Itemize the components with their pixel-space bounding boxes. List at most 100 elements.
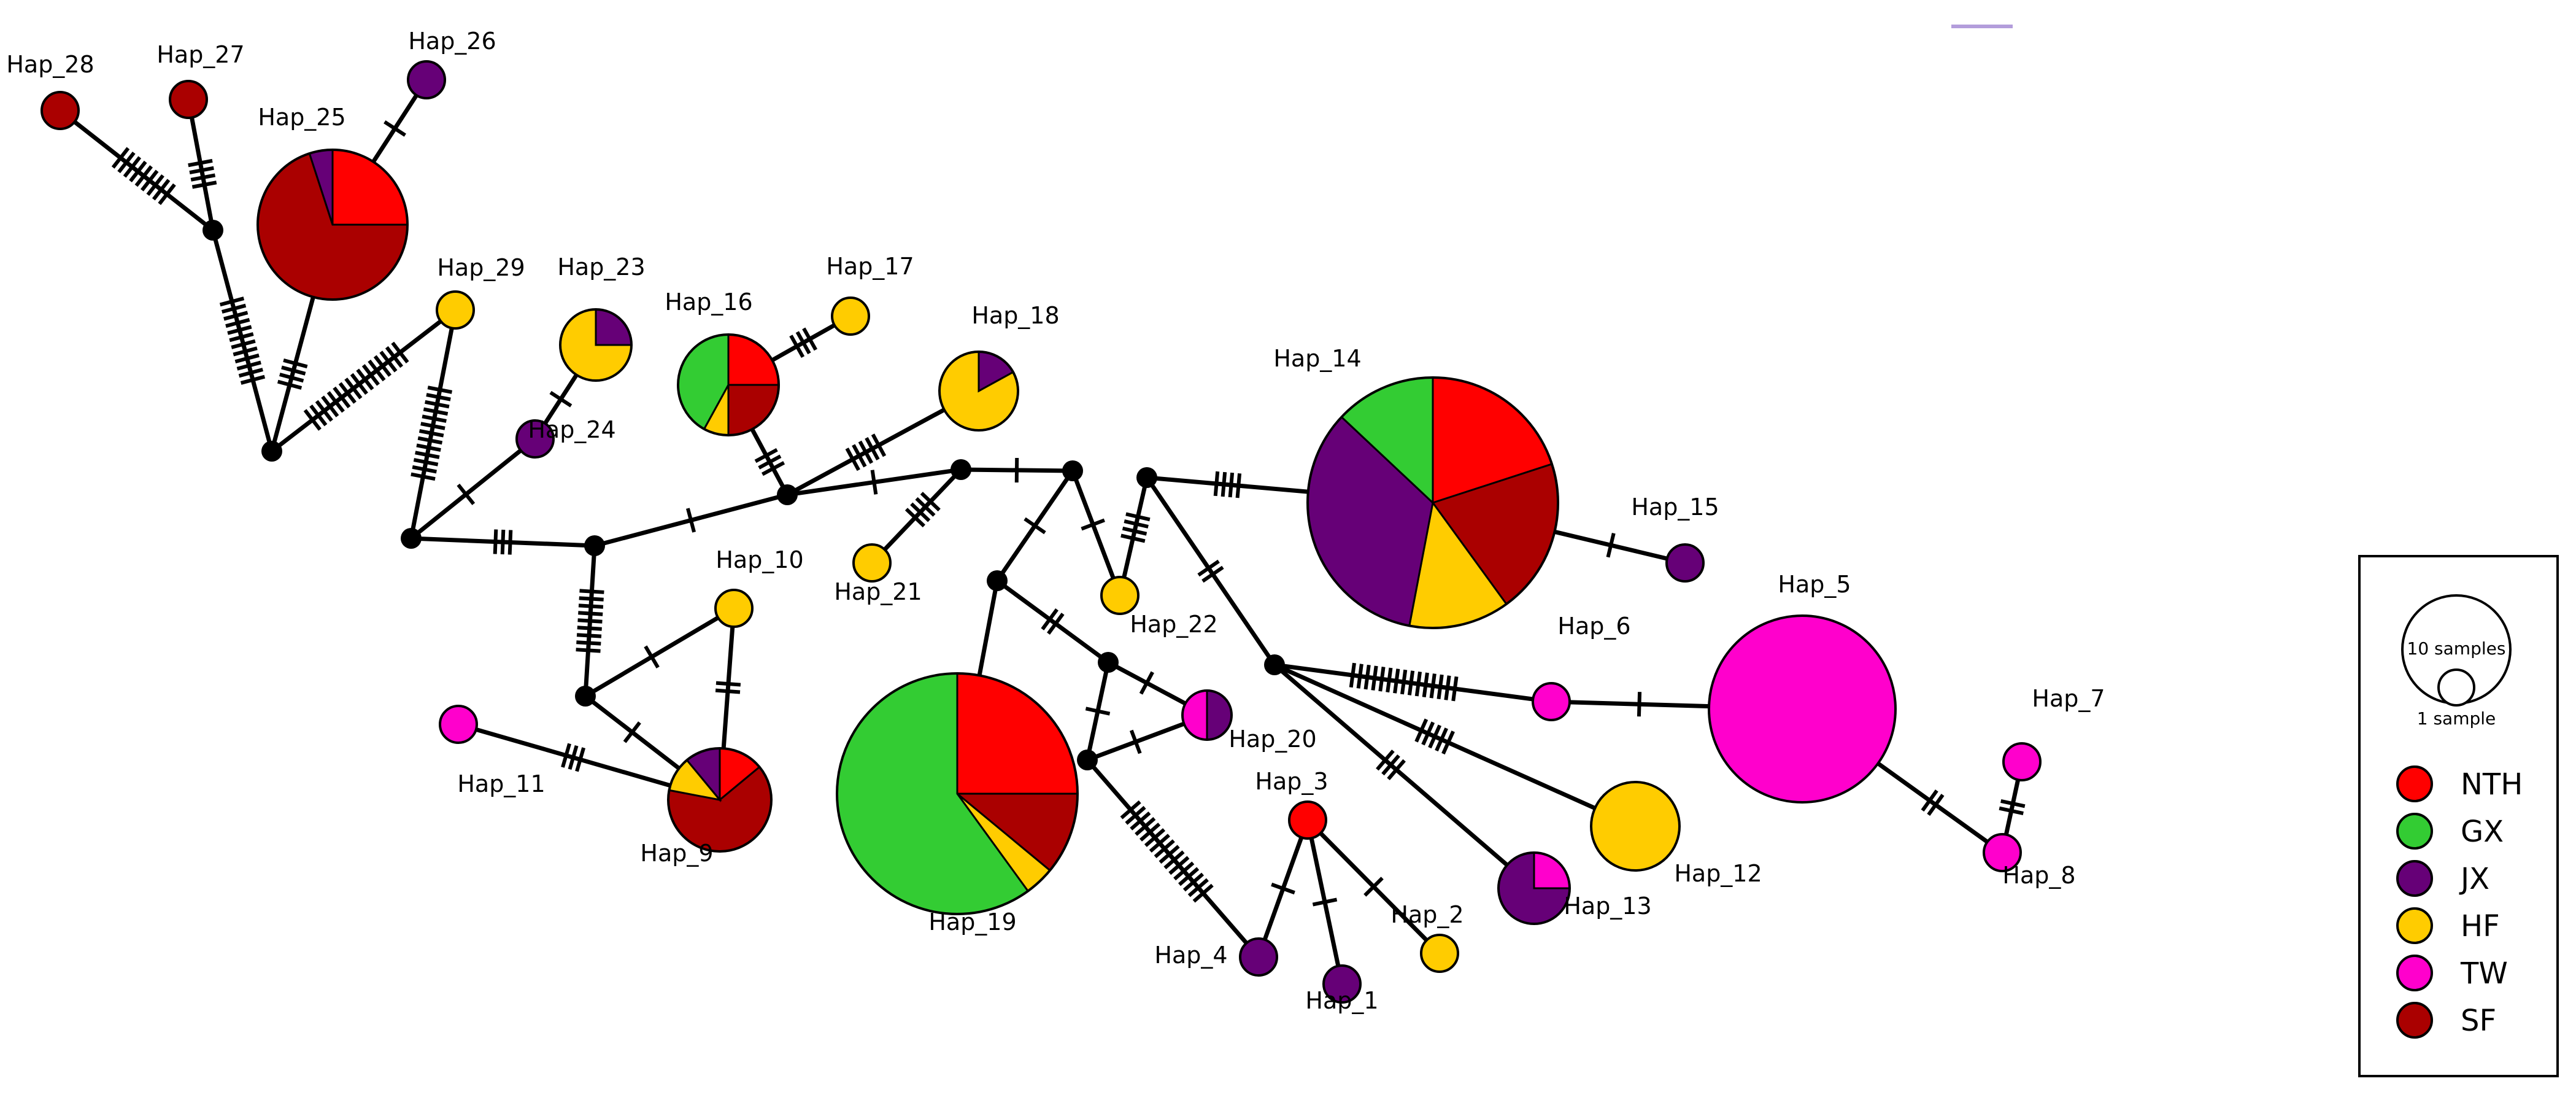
- median-vector: [951, 459, 971, 480]
- haplotype-label: Hap_5: [1778, 571, 1851, 598]
- mutation-mark: [579, 591, 604, 592]
- mutation-mark: [625, 723, 639, 742]
- mutation-mark: [1380, 667, 1383, 691]
- haplotype-label: Hap_24: [528, 416, 615, 443]
- mutation-mark: [418, 438, 442, 443]
- legend-size-small-circle: [2439, 670, 2474, 705]
- legend-label: JX: [2459, 862, 2489, 896]
- mutation-mark: [422, 416, 446, 421]
- mutation-mark: [1216, 471, 1218, 496]
- haplotype-label: Hap_15: [1631, 494, 1719, 521]
- haplotype-node-hap-14: [1308, 378, 1558, 628]
- mutation-mark: [576, 649, 601, 651]
- haplotype-node-hap-6: [1533, 683, 1570, 720]
- mutation-mark: [414, 460, 438, 465]
- haplotype-label: Hap_18: [971, 302, 1059, 329]
- haplotype-label: Hap_6: [1557, 613, 1630, 640]
- mutation-mark: [1359, 664, 1362, 689]
- mutation-mark: [550, 392, 571, 406]
- haplotype-node-hap-3: [1289, 802, 1326, 839]
- haplotype-node-hap-5: [1709, 616, 1895, 802]
- haplotype-label: Hap_25: [258, 104, 345, 131]
- median-vector: [575, 686, 596, 707]
- mutation-mark: [425, 402, 449, 407]
- haplotype-label: Hap_10: [715, 546, 803, 573]
- mutation-mark: [503, 530, 504, 554]
- haplotype-label: Hap_4: [1154, 942, 1227, 969]
- median-vector: [777, 484, 798, 505]
- haplotype-label: Hap_1: [1305, 987, 1378, 1014]
- mutation-mark: [1025, 519, 1045, 533]
- haplotype-node-hap-13: [1498, 853, 1570, 924]
- mutation-mark: [1238, 473, 1240, 498]
- mutation-mark: [1223, 472, 1225, 497]
- mutation-mark: [420, 431, 444, 436]
- network-edge: [997, 581, 1108, 662]
- mutation-mark: [426, 395, 450, 400]
- legend-label: TW: [2460, 956, 2508, 991]
- mutation-mark: [577, 635, 601, 636]
- median-vector: [1062, 460, 1083, 481]
- legend-swatch: [2397, 814, 2432, 848]
- mutation-mark: [1313, 899, 1336, 904]
- haplotype-label: Hap_8: [2002, 862, 2075, 889]
- network-edge: [411, 310, 455, 538]
- legend-swatch: [2397, 1003, 2432, 1037]
- mutation-mark: [578, 613, 603, 614]
- haplotype-node-hap-20: [1182, 691, 1232, 740]
- haplotype-node-hap-25: [258, 150, 407, 300]
- mutation-mark: [1417, 672, 1420, 696]
- haplotype-label: Hap_29: [437, 254, 525, 281]
- haplotype-node-hap-26: [408, 61, 445, 98]
- median-vector: [1136, 467, 1157, 488]
- pie-slice: [1182, 691, 1207, 740]
- mutation-mark: [715, 691, 740, 692]
- haplotype-node-hap-9: [668, 748, 771, 851]
- haplotype-node-hap-7: [2003, 743, 2040, 780]
- haplotype-label: Hap_12: [1674, 860, 1762, 887]
- network-edge: [213, 230, 272, 451]
- mutation-mark: [411, 475, 435, 479]
- haplotype-node-hap-21: [854, 544, 890, 581]
- mutation-mark: [412, 467, 436, 472]
- haplotype-label: Hap_7: [2032, 685, 2105, 712]
- median-vector: [261, 441, 282, 462]
- haplotype-node-hap-15: [1667, 544, 1703, 581]
- median-vector: [401, 528, 422, 549]
- network-edge: [60, 110, 213, 230]
- mutation-mark: [1639, 692, 1640, 716]
- mutation-mark: [577, 627, 602, 629]
- haplotype-node-hap-22: [1101, 577, 1138, 614]
- haplotype-node-hap-16: [678, 335, 779, 435]
- legend-swatch: [2397, 767, 2432, 801]
- mutation-mark: [1402, 670, 1405, 694]
- legend-label: NTH: [2461, 767, 2523, 802]
- mutation-mark: [1387, 668, 1390, 692]
- decorative-mark: [1951, 25, 2013, 28]
- mutation-mark: [1395, 669, 1398, 694]
- mutation-mark: [1999, 808, 2023, 813]
- mutation-mark: [1230, 473, 1233, 497]
- legend-swatch: [2397, 861, 2432, 896]
- haplotype-label: Hap_16: [665, 289, 752, 316]
- mutation-mark: [646, 646, 658, 667]
- mutation-mark: [1373, 666, 1376, 691]
- mutation-mark: [495, 530, 496, 554]
- mutation-mark: [1409, 671, 1413, 695]
- pie-slice: [957, 673, 1078, 794]
- mutation-mark: [510, 530, 511, 554]
- haplotype-label: Hap_19: [928, 908, 1016, 936]
- haplotype-label: Hap_23: [557, 254, 645, 281]
- median-vector: [1098, 652, 1119, 673]
- haplotype-label: Hap_22: [1130, 611, 1217, 638]
- network-edge: [1073, 471, 1120, 595]
- median-vector: [584, 535, 605, 556]
- median-vector: [202, 220, 223, 241]
- haplotype-node-hap-18: [939, 352, 1018, 430]
- median-vector: [1077, 750, 1098, 770]
- mutation-mark: [716, 683, 741, 685]
- haplotype-label: Hap_27: [156, 41, 244, 68]
- median-vector: [1264, 654, 1285, 675]
